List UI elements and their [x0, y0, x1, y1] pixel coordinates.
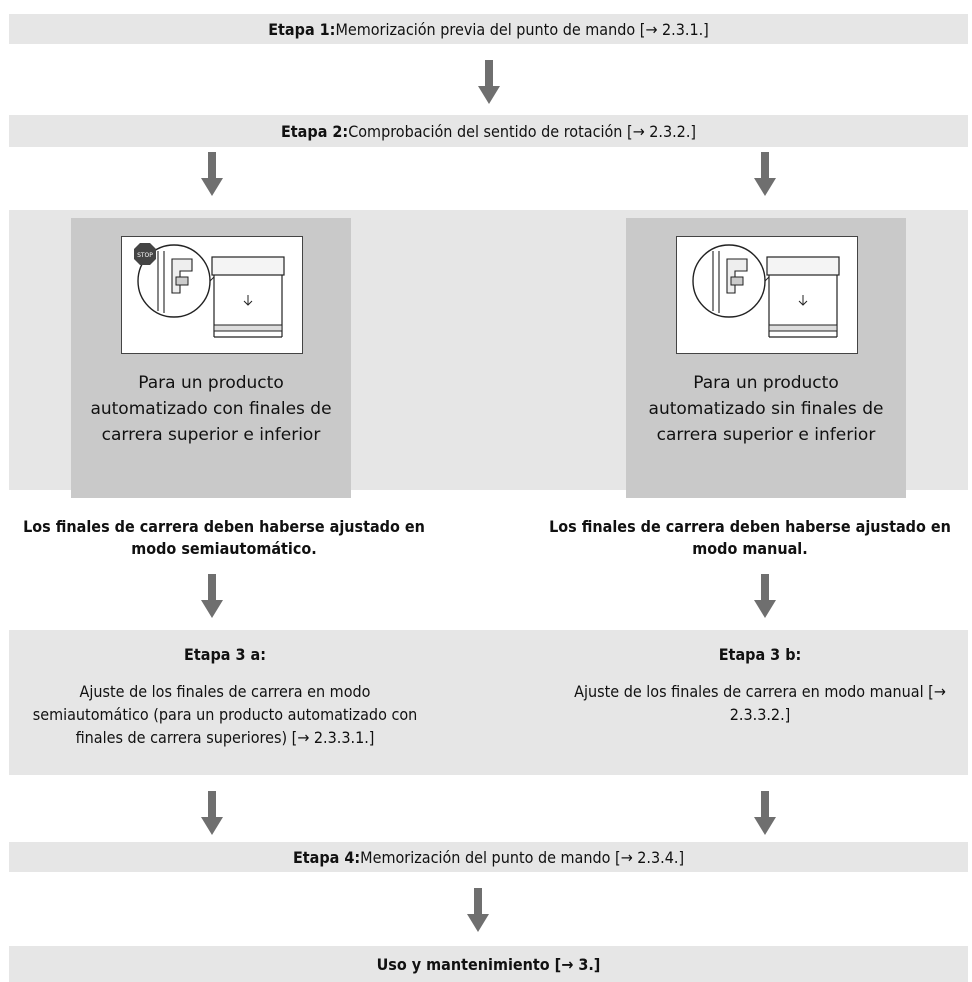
right-note: Los finales de carrera deben haberse aju…: [549, 517, 951, 558]
etapa-4-text: Memorización del punto de mando [→ 2.3.4…: [360, 847, 685, 867]
etapa-3b-title: Etapa 3 b:: [718, 645, 802, 664]
arrow-down-icon: [478, 60, 500, 104]
option-card-text: Para un producto automatizado sin finale…: [648, 373, 884, 445]
motor-illustration-with-stop: STOP: [121, 236, 303, 354]
arrow-down-icon: [201, 791, 223, 835]
left-note: Los finales de carrera deben haberse aju…: [23, 517, 425, 558]
etapa-3a: Etapa 3 a: Ajuste de los finales de carr…: [30, 643, 420, 749]
arrow-down-icon: [754, 791, 776, 835]
stop-sign-icon: [134, 243, 156, 265]
etapa-3a-text: Ajuste de los finales de carrera en modo…: [32, 682, 418, 747]
arrow-down-icon: [754, 574, 776, 618]
final-bar: Uso y mantenimiento [→ 3.]: [9, 946, 968, 982]
motor-illustration: [676, 236, 858, 354]
option-card-with-limits: STOP Para un producto automatizado con f…: [71, 218, 351, 498]
etapa-2-label: Etapa 2:: [280, 121, 349, 141]
etapa-2-bar: Etapa 2:Comprobación del sentido de rota…: [9, 115, 968, 147]
final-text: Uso y mantenimiento [→ 3.]: [376, 954, 601, 974]
arrow-down-icon: [201, 152, 223, 196]
etapa-1-text: Memorización previa del punto de mando […: [335, 19, 709, 39]
etapa-4-bar: Etapa 4:Memorización del punto de mando …: [9, 842, 968, 872]
etapa-1-bar: Etapa 1:Memorización previa del punto de…: [9, 14, 968, 44]
option-card-without-limits: Para un producto automatizado sin finale…: [626, 218, 906, 498]
etapa-2-text: Comprobación del sentido de rotación [→ …: [348, 121, 697, 141]
etapa-3b-text: Ajuste de los finales de carrera en modo…: [574, 682, 946, 724]
etapa-3-panel: [9, 630, 968, 775]
etapa-3b: Etapa 3 b: Ajuste de los finales de carr…: [560, 643, 960, 726]
arrow-down-icon: [467, 888, 489, 932]
arrow-down-icon: [754, 152, 776, 196]
etapa-4-label: Etapa 4:: [292, 847, 361, 867]
etapa-3a-title: Etapa 3 a:: [184, 645, 266, 664]
option-card-text: Para un producto automatizado con finale…: [90, 373, 332, 445]
etapa-1-label: Etapa 1:: [268, 19, 336, 39]
arrow-down-icon: [201, 574, 223, 618]
stop-sign-label: STOP: [137, 252, 153, 259]
